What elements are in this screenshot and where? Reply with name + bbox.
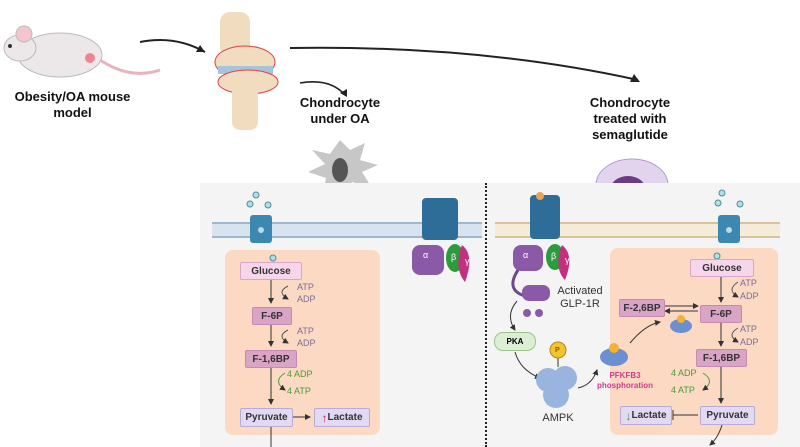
- right-f16bp: F-1,6BP: [696, 349, 747, 367]
- left-lactate-label: Lactate: [327, 412, 363, 423]
- right-glucose: Glucose: [690, 259, 754, 277]
- dissociated-subunit-icon: [523, 309, 531, 317]
- right-adp-2: ADP: [740, 337, 759, 347]
- left-glucose: Glucose: [240, 262, 302, 280]
- arrow-knee-to-treated: [289, 46, 639, 81]
- pfkfb3-bound-icon: [670, 315, 692, 333]
- arrow-up-icon: ↑: [321, 410, 328, 425]
- right-4atp: 4 ATP: [671, 385, 695, 395]
- phosphate-icon: [549, 341, 567, 359]
- cytoplasm-left: [225, 250, 380, 435]
- right-lactate-label: Lactate: [631, 410, 667, 421]
- ampk-complex-icon: [412, 244, 470, 282]
- right-atp-1: ATP: [740, 278, 757, 288]
- left-pyruvate: Pyruvate: [240, 408, 293, 427]
- left-f16bp: F-1,6BP: [245, 350, 297, 368]
- right-atp-2: ATP: [740, 324, 757, 334]
- activated-glp1r-label: Activated GLP-1R: [557, 285, 603, 310]
- right-pyruvate: Pyruvate: [700, 406, 755, 425]
- cytoplasm-right: [610, 248, 778, 435]
- right-gamma-subunit: γ: [565, 255, 570, 265]
- left-alpha-subunit: α: [423, 250, 429, 260]
- oa-chondrocyte-label: Chondrocyte under OA: [299, 95, 381, 126]
- phosphate-label: P: [555, 347, 560, 354]
- glucose-transporter-icon: [246, 191, 277, 262]
- mouse-icon: [3, 25, 161, 78]
- glucose-transporter-icon: [713, 189, 744, 260]
- membrane-right: [495, 222, 780, 238]
- right-lactate: ↓Lactate: [620, 406, 672, 425]
- left-f6p: F-6P: [252, 307, 292, 325]
- arrow-down-icon: ↓: [625, 408, 632, 423]
- left-atp-1: ATP: [297, 282, 314, 292]
- pfkfb3-protein-icon: [600, 343, 628, 366]
- left-4adp: 4 ADP: [287, 369, 313, 379]
- left-4atp: 4 ATP: [287, 386, 311, 396]
- dissociated-subunit-icon: [535, 309, 543, 317]
- left-atp-2: ATP: [297, 326, 314, 336]
- ampk-label: AMPK: [542, 412, 574, 424]
- ampk-complex-icon: [511, 244, 570, 301]
- right-beta-subunit: β: [551, 251, 557, 261]
- glp1-receptor-icon: [422, 198, 458, 240]
- right-4adp: 4 ADP: [671, 368, 697, 378]
- mouse-model-label: Obesity/OA mouse model: [14, 89, 131, 120]
- right-f6p: F-6P: [700, 305, 742, 323]
- left-gamma-subunit: γ: [465, 256, 470, 266]
- left-lactate: ↑Lactate: [314, 408, 370, 427]
- ampk-protein-icon: [536, 358, 577, 408]
- left-adp-1: ADP: [297, 294, 316, 304]
- inhibition-bar: [672, 410, 698, 420]
- right-alpha-subunit: α: [523, 250, 529, 260]
- left-adp-2: ADP: [297, 338, 316, 348]
- left-beta-subunit: β: [451, 252, 457, 262]
- right-adp-1: ADP: [740, 291, 759, 301]
- treated-chondrocyte-label: Chondrocyte treated with semaglutide: [589, 95, 671, 142]
- divider: [485, 183, 487, 447]
- knee-joint-icon: [214, 12, 279, 130]
- pfkfb3-label: PFKFB3 phosphoration: [597, 371, 653, 390]
- right-f26bp: F-2,6BP: [619, 299, 665, 317]
- pka-node: PKA: [494, 332, 536, 351]
- membrane-left: [212, 222, 482, 238]
- activated-glp1-receptor-icon: [530, 192, 560, 239]
